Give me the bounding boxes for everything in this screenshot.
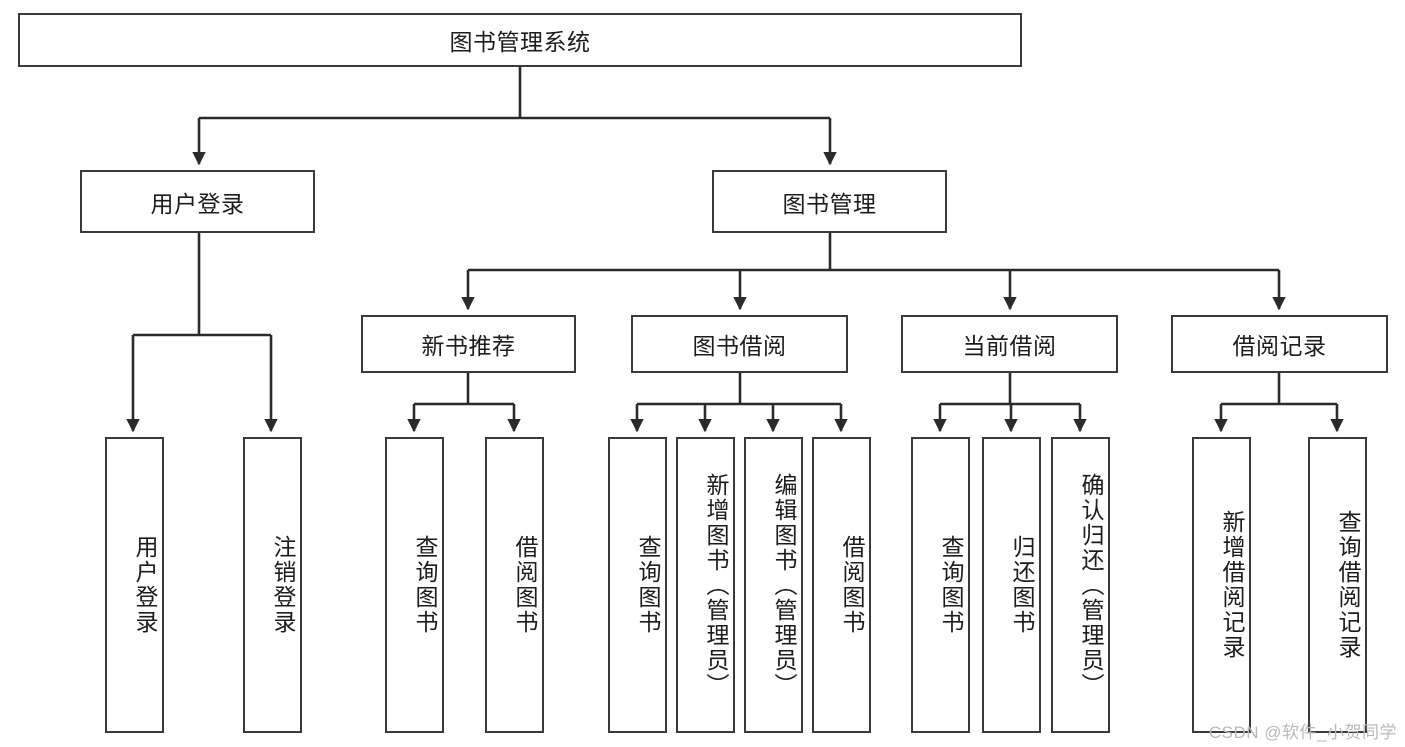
leaf-lend-book[interactable]: 借阅图书 [812,437,871,733]
leaf-logout[interactable]: 注销登录 [243,437,302,733]
leaf-add-borrow-record[interactable]: 新增借阅记录 [1192,437,1251,733]
node-book-borrow-label: 图书借阅 [692,333,787,359]
node-new-book-recommend-label: 新书推荐 [421,333,516,359]
leaf-confirm-return-admin[interactable]: 确认归还（管理员） [1051,437,1110,733]
node-book-management[interactable]: 图书管理 [712,170,947,233]
node-borrow-records-label: 借阅记录 [1232,333,1327,359]
node-user-login[interactable]: 用户登录 [80,170,315,233]
leaf-query-book-current[interactable]: 查询图书 [911,437,970,733]
node-user-login-label: 用户登录 [150,190,245,217]
leaf-confirm-return-admin-label: 确认归还（管理员） [1078,472,1104,698]
node-root-label: 图书管理系统 [449,29,591,55]
node-borrow-records[interactable]: 借阅记录 [1171,315,1388,373]
leaf-query-book-borrow-label: 查询图书 [635,535,661,635]
leaf-logout-label: 注销登录 [270,535,296,635]
leaf-borrow-book-recommend-label: 借阅图书 [512,535,538,635]
leaf-add-book-admin[interactable]: 新增图书（管理员） [676,437,735,733]
leaf-edit-book-admin-label: 编辑图书（管理员） [771,472,797,698]
leaf-query-book-borrow[interactable]: 查询图书 [608,437,667,733]
leaf-return-book-label: 归还图书 [1009,535,1035,635]
node-current-borrow-label: 当前借阅 [962,333,1057,359]
leaf-borrow-book-recommend[interactable]: 借阅图书 [485,437,544,733]
leaf-add-book-admin-label: 新增图书（管理员） [703,472,729,698]
leaf-add-borrow-record-label: 新增借阅记录 [1219,510,1245,660]
node-book-management-label: 图书管理 [782,190,877,217]
leaf-user-login-label: 用户登录 [132,535,158,635]
leaf-lend-book-label: 借阅图书 [839,535,865,635]
node-new-book-recommend[interactable]: 新书推荐 [361,315,576,373]
leaf-user-login[interactable]: 用户登录 [105,437,164,733]
node-current-borrow[interactable]: 当前借阅 [901,315,1118,373]
node-book-borrow[interactable]: 图书借阅 [631,315,848,373]
leaf-query-borrow-record[interactable]: 查询借阅记录 [1308,437,1367,733]
leaf-query-book-recommend-label: 查询图书 [412,535,438,635]
watermark: CSDN @软件_小贺同学 [1208,723,1397,742]
node-root[interactable]: 图书管理系统 [18,13,1022,67]
leaf-query-borrow-record-label: 查询借阅记录 [1335,510,1361,660]
leaf-query-book-recommend[interactable]: 查询图书 [385,437,444,733]
leaf-query-book-current-label: 查询图书 [938,535,964,635]
leaf-edit-book-admin[interactable]: 编辑图书（管理员） [744,437,803,733]
leaf-return-book[interactable]: 归还图书 [982,437,1041,733]
